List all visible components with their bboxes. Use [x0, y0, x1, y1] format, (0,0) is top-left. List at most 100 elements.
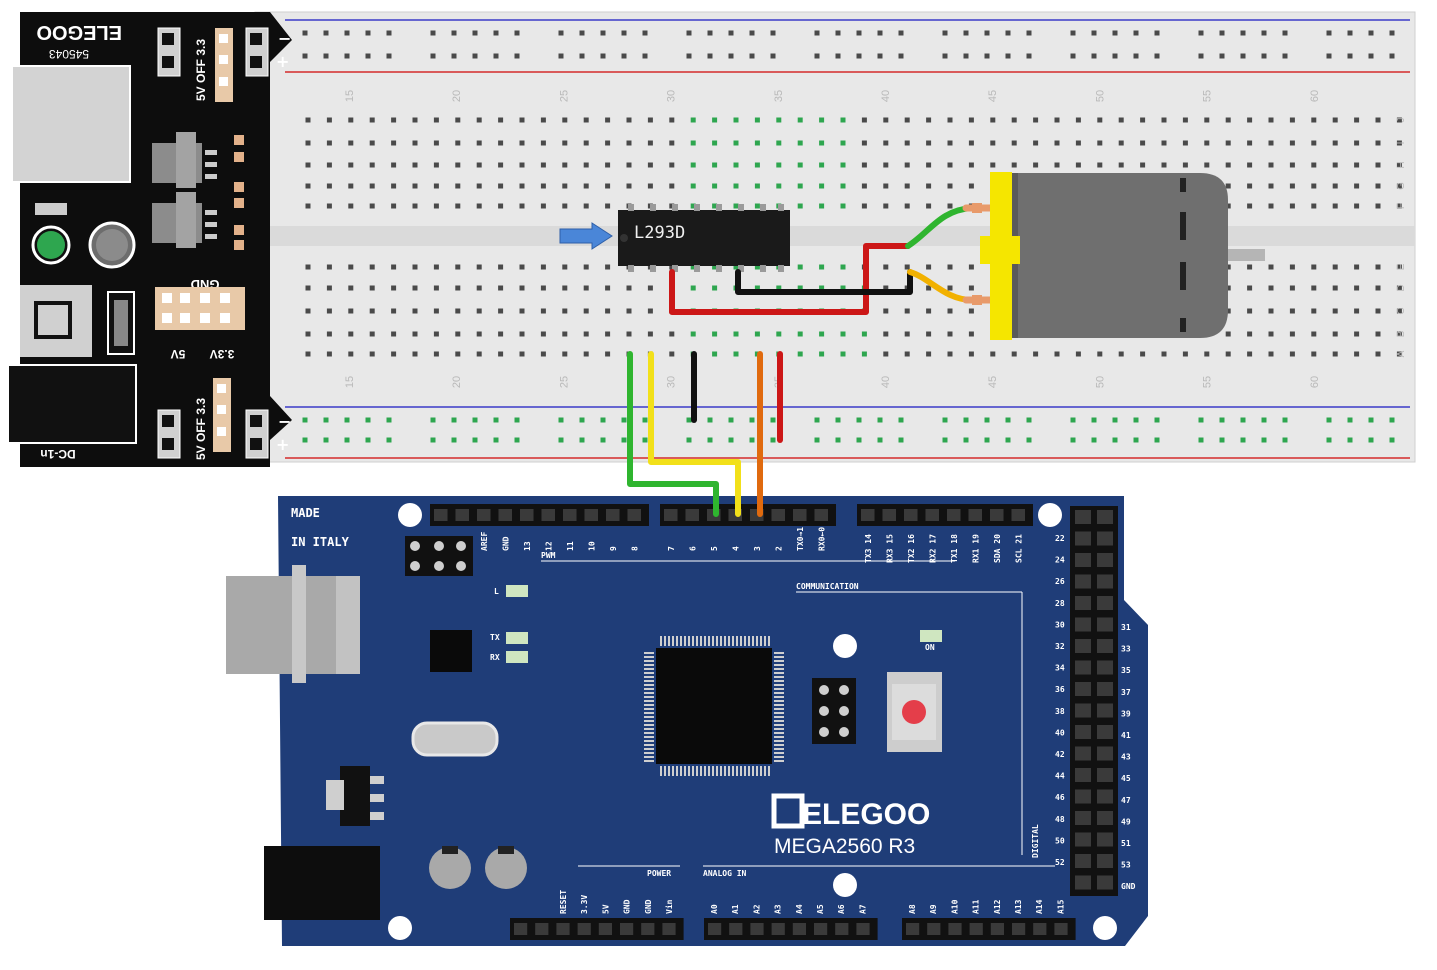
breadboard-hole [1204, 351, 1210, 357]
breadboard-hole [883, 285, 889, 291]
breadboard-hole [326, 264, 332, 270]
breadboard-hole [1375, 308, 1381, 314]
pin-label: TX0→1 [796, 527, 805, 551]
breadboard-hole [1354, 140, 1360, 146]
pin-label: 44 [1055, 772, 1065, 781]
breadboard-hole [433, 162, 439, 168]
breadboard-hole [369, 285, 375, 291]
pin-label: 31 [1121, 623, 1131, 632]
breadboard-hole [1268, 183, 1274, 189]
breadboard-hole [754, 285, 760, 291]
rail-hole [430, 437, 436, 443]
column-number: 25 [558, 90, 570, 102]
breadboard-hole [819, 203, 825, 209]
breadboard-hole [1204, 117, 1210, 123]
rail-hole [323, 53, 329, 59]
rail-hole [1070, 417, 1076, 423]
breadboard-hole [433, 264, 439, 270]
pin-header [857, 504, 1033, 526]
breadboard-hole [1011, 117, 1017, 123]
breadboard-hole [1311, 183, 1317, 189]
center-channel [255, 226, 1415, 246]
pin-label: A7 [858, 904, 867, 914]
breadboard-hole [690, 331, 696, 337]
pin-label: A9 [929, 904, 938, 914]
pin-label: TX1 18 [950, 534, 959, 563]
rail-hole [514, 53, 520, 59]
pin-label: AREF [480, 532, 489, 551]
column-number: 20 [451, 90, 463, 102]
breadboard-hole [1354, 203, 1360, 209]
breadboard-hole [519, 264, 525, 270]
breadboard-hole [455, 117, 461, 123]
breadboard-hole [1140, 162, 1146, 168]
breadboard-hole [348, 331, 354, 337]
column-number: 60 [1309, 376, 1321, 388]
breadboard-hole [1268, 117, 1274, 123]
breadboard-hole [669, 264, 675, 270]
pin-label: A13 [1014, 899, 1023, 914]
breadboard-hole [326, 203, 332, 209]
breadboard-hole [990, 162, 996, 168]
breadboard-hole [947, 117, 953, 123]
rail-hole [365, 417, 371, 423]
breadboard-hole [883, 162, 889, 168]
breadboard-hole [1332, 351, 1338, 357]
breadboard-hole [1011, 351, 1017, 357]
breadboard-hole [1289, 117, 1295, 123]
breadboard-hole [904, 162, 910, 168]
breadboard-hole [947, 264, 953, 270]
rail-hole [942, 30, 948, 36]
rail-hole [1154, 53, 1160, 59]
breadboard-hole [883, 140, 889, 146]
breadboard-hole [883, 331, 889, 337]
breadboard-hole [926, 117, 932, 123]
rail-hole [1026, 53, 1032, 59]
breadboard-hole [1396, 117, 1402, 123]
led-on-label: ON [925, 643, 935, 652]
rail-hole [1389, 437, 1395, 443]
breadboard-hole [776, 117, 782, 123]
breadboard-hole [754, 162, 760, 168]
breadboard-hole [369, 117, 375, 123]
breadboard-hole [455, 285, 461, 291]
breadboard-hole [391, 140, 397, 146]
breadboard-hole [1289, 140, 1295, 146]
breadboard-hole [348, 140, 354, 146]
pin-label: A5 [816, 904, 825, 914]
breadboard-hole [476, 351, 482, 357]
breadboard-hole [1289, 351, 1295, 357]
breadboard-hole [412, 117, 418, 123]
rail-hole [451, 417, 457, 423]
breadboard-hole [626, 331, 632, 337]
breadboard-hole [861, 203, 867, 209]
breadboard-hole [1289, 285, 1295, 291]
column-number: 25 [558, 376, 570, 388]
breadboard-hole [819, 264, 825, 270]
breadboard-hole [669, 203, 675, 209]
breadboard-hole [412, 203, 418, 209]
breadboard-hole [647, 331, 653, 337]
breadboard-hole [1375, 203, 1381, 209]
rail-hole [1282, 30, 1288, 36]
breadboard-hole [1332, 203, 1338, 209]
breadboard-hole [1354, 117, 1360, 123]
breadboard-hole [1268, 308, 1274, 314]
breadboard-hole [690, 162, 696, 168]
breadboard-hole [1311, 308, 1317, 314]
rail-hole [1261, 417, 1267, 423]
breadboard-hole [754, 183, 760, 189]
breadboard-hole [840, 140, 846, 146]
breadboard-hole [1396, 331, 1402, 337]
breadboard-hole [1140, 140, 1146, 146]
breadboard-hole [947, 285, 953, 291]
rail-hole [984, 30, 990, 36]
breadboard-hole [1247, 117, 1253, 123]
rail-hole [558, 437, 564, 443]
pin-label: Vin [664, 899, 674, 914]
top-plus: + [276, 52, 289, 71]
breadboard-hole [1140, 351, 1146, 357]
rail-hole [728, 53, 734, 59]
breadboard-hole [540, 331, 546, 337]
breadboard-hole [1375, 162, 1381, 168]
